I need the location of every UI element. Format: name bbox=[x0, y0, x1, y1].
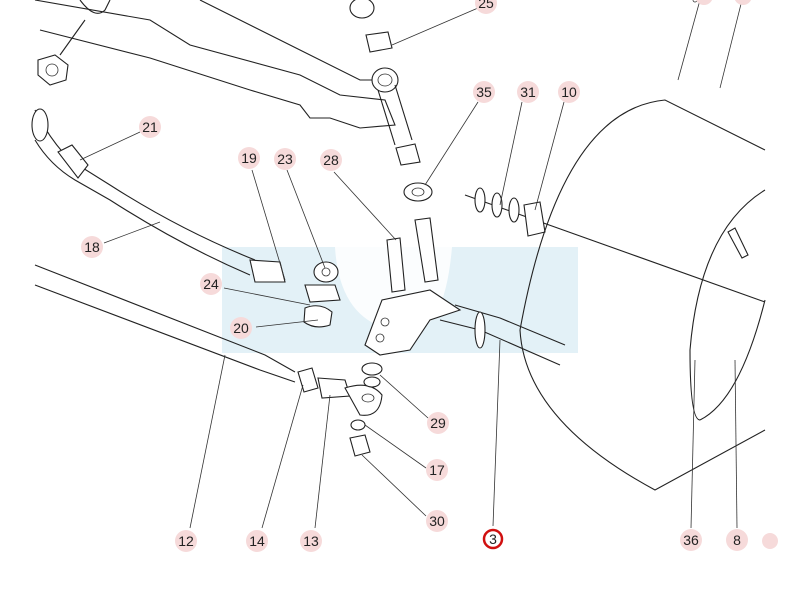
spindle bbox=[439, 187, 766, 366]
label-28[interactable]: 28 bbox=[320, 149, 342, 171]
label-31[interactable]: 31 bbox=[517, 81, 539, 103]
label-text: 35 bbox=[476, 84, 492, 100]
label-14[interactable]: 14 bbox=[246, 530, 268, 552]
label-18[interactable]: 18 bbox=[81, 236, 103, 258]
label-text: 36 bbox=[683, 532, 699, 548]
label-text: 10 bbox=[561, 84, 577, 100]
part-labels: 25 35 31 10 21 19 23 28 18 24 20 29 17 3… bbox=[81, 0, 778, 552]
label-text: 21 bbox=[142, 119, 158, 135]
label-text: 19 bbox=[241, 150, 257, 166]
label-text: 18 bbox=[84, 239, 100, 255]
drag-link bbox=[34, 264, 383, 416]
label-30[interactable]: 30 bbox=[426, 510, 448, 532]
label-text: 12 bbox=[178, 533, 194, 549]
label-text: 25 bbox=[478, 0, 494, 11]
label-25[interactable]: 25 bbox=[475, 0, 497, 14]
label-10[interactable]: 10 bbox=[558, 81, 580, 103]
label-36[interactable]: 36 bbox=[680, 529, 702, 551]
label-text: 23 bbox=[277, 151, 293, 167]
label-12[interactable]: 12 bbox=[175, 530, 197, 552]
label-20[interactable]: 20 bbox=[230, 317, 252, 339]
tie-rod bbox=[31, 108, 341, 328]
label-text: 17 bbox=[429, 462, 445, 478]
axle-beam bbox=[34, 0, 396, 129]
label-text: 20 bbox=[233, 320, 249, 336]
leader-lines bbox=[79, 0, 743, 529]
label-text: 28 bbox=[323, 152, 339, 168]
label-24[interactable]: 24 bbox=[200, 273, 222, 295]
label-text: 24 bbox=[203, 276, 219, 292]
wheel bbox=[519, 0, 766, 491]
label-21[interactable]: 21 bbox=[139, 116, 161, 138]
label-13[interactable]: 13 bbox=[300, 530, 322, 552]
label-text: 3 bbox=[489, 531, 497, 547]
kingpin-parts bbox=[349, 0, 433, 202]
label-8[interactable]: 8 bbox=[726, 529, 748, 551]
label-3-highlighted[interactable]: 3 bbox=[482, 528, 504, 550]
label-19[interactable]: 19 bbox=[238, 147, 260, 169]
label-text: 13 bbox=[303, 533, 319, 549]
steering-arm bbox=[349, 217, 462, 457]
label-text: 8 bbox=[733, 532, 741, 548]
label-text: 29 bbox=[430, 415, 446, 431]
label-29[interactable]: 29 bbox=[427, 412, 449, 434]
label-text: 14 bbox=[249, 533, 265, 549]
label-23[interactable]: 23 bbox=[274, 148, 296, 170]
label-17[interactable]: 17 bbox=[426, 459, 448, 481]
label-text: 31 bbox=[520, 84, 536, 100]
label-35[interactable]: 35 bbox=[473, 81, 495, 103]
label-text: 30 bbox=[429, 513, 445, 529]
